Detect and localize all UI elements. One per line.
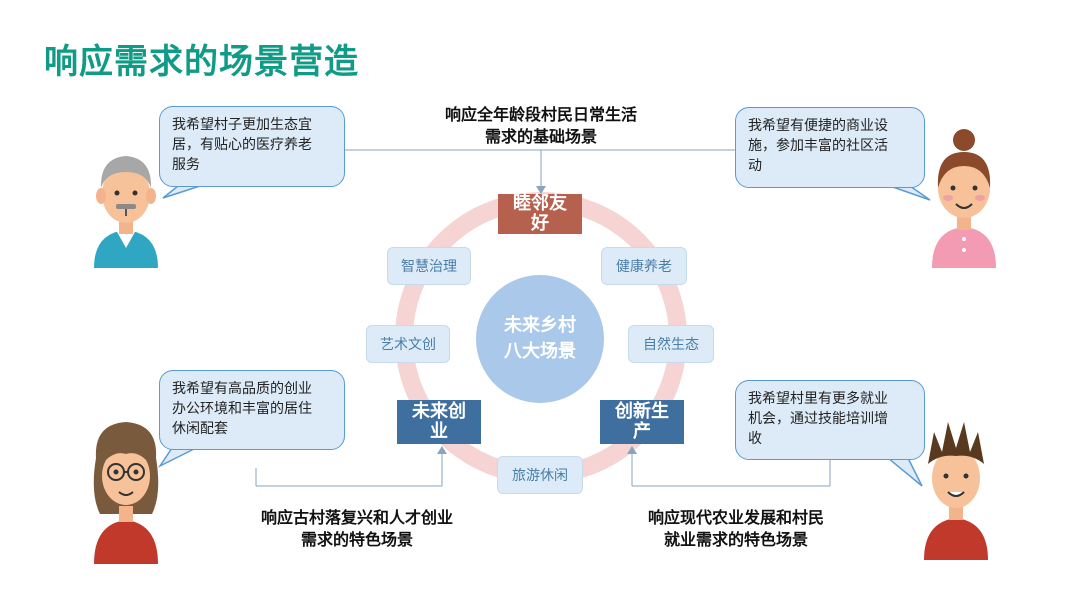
bubble-line: 我希望村里有更多就业 (748, 391, 888, 407)
young-man-avatar (924, 422, 988, 560)
bubble-line: 施，参加丰富的社区活 (748, 138, 888, 154)
node-label: 好 (531, 213, 549, 234)
node-label: 睦邻友 (513, 193, 567, 214)
heading-line: 需求的特色场景 (300, 530, 413, 549)
bubble-tail-elder-man (162, 185, 201, 199)
bubble-young-woman: 我希望有便捷的商业设 施，参加丰富的社区活 动 (735, 107, 925, 188)
heading-basic-scene: 响应全年龄段村民日常生活 需求的基础场景 (400, 104, 682, 148)
heading-village-revival: 响应古村落复兴和人才创业 需求的特色场景 (226, 507, 488, 551)
node-natural-ecology: 自然生态 (628, 325, 714, 363)
bubble-line: 收 (748, 431, 762, 447)
bubble-line: 居，有贴心的医疗养老 (172, 137, 312, 153)
bubble-line: 办公环境和丰富的居住 (172, 401, 312, 417)
arrow-right (627, 446, 637, 454)
arrow-left (437, 446, 447, 454)
center-eight-scenes: 未来乡村 八大场景 (476, 275, 604, 403)
node-art-culture: 艺术文创 (366, 325, 450, 363)
heading-line: 响应现代农业发展和村民 (647, 508, 824, 527)
bubble-line: 我希望有便捷的商业设 (748, 118, 888, 134)
node-label: 业 (430, 421, 448, 442)
bubble-line: 动 (748, 158, 762, 174)
node-health-elderly: 健康养老 (601, 247, 687, 285)
bubble-line: 休闲配套 (172, 421, 228, 437)
bubble-line: 我希望村子更加生态宜 (172, 117, 312, 133)
center-line: 八大场景 (504, 341, 576, 362)
heading-line: 响应古村落复兴和人才创业 (260, 508, 453, 527)
center-line: 未来乡村 (504, 315, 576, 336)
arrow-top (536, 186, 546, 194)
heading-line: 响应全年龄段村民日常生活 (444, 105, 637, 124)
bubble-elder-man: 我希望村子更加生态宜 居，有贴心的医疗养老 服务 (159, 106, 345, 187)
bubble-woman-glasses: 我希望有高品质的创业 办公环境和丰富的居住 休闲配套 (159, 370, 345, 450)
node-label: 产 (633, 421, 651, 442)
node-smart-governance: 智慧治理 (387, 247, 471, 285)
node-label: 创新生 (615, 401, 669, 422)
bubble-line: 我希望有高品质的创业 (172, 381, 312, 397)
heading-line: 需求的基础场景 (484, 127, 597, 146)
page-title: 响应需求的场景营造 (44, 42, 359, 82)
bubble-line: 机会，通过技能培训增 (748, 411, 888, 427)
young-woman-avatar (932, 129, 996, 268)
node-tourism-leisure: 旅游休闲 (497, 456, 583, 494)
node-innovative-production: 创新生 产 (600, 400, 684, 444)
node-label: 未来创 (412, 401, 466, 422)
elder-man-avatar (94, 156, 158, 268)
node-future-startup: 未来创 业 (397, 400, 481, 444)
node-neighborly: 睦邻友 好 (498, 194, 582, 234)
bubble-young-man: 我希望村里有更多就业 机会，通过技能培训增 收 (735, 380, 925, 460)
heading-modern-agriculture: 响应现代农业发展和村民 就业需求的特色场景 (612, 507, 860, 551)
heading-line: 就业需求的特色场景 (663, 530, 808, 549)
bubble-line: 服务 (172, 157, 200, 173)
woman-glasses-avatar (93, 422, 159, 564)
